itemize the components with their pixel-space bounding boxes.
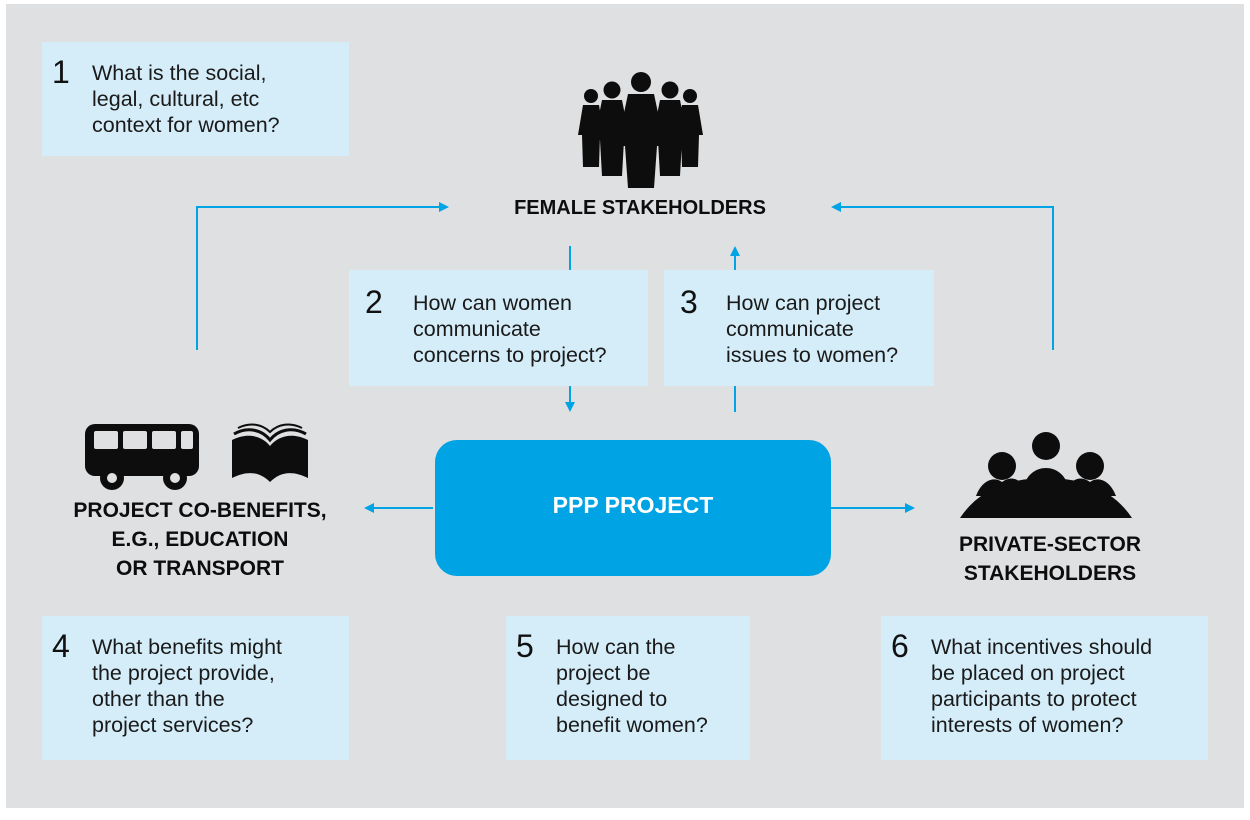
question-text-1: What is the social, legal, cultural, etc… <box>92 61 280 137</box>
bus-icon <box>85 424 199 490</box>
question-number-5: 5 <box>516 628 534 664</box>
question-text-5: How can the project be designed to benef… <box>556 635 708 737</box>
question-box-3: 3 How can project communicate issues to … <box>664 270 934 386</box>
ppp-project-node: PPP PROJECT <box>435 440 831 576</box>
book-icon <box>232 423 308 482</box>
women-group-icon <box>578 72 703 188</box>
question-box-4: 4 What benefits might the project provid… <box>42 616 349 760</box>
female-stakeholders-label: FEMALE STAKEHOLDERS <box>514 197 766 219</box>
question-box-2: 2 How can women communicate concerns to … <box>349 270 648 386</box>
private-sector-stakeholders-label: PRIVATE-SECTOR STAKEHOLDERS <box>958 533 1142 585</box>
question-number-4: 4 <box>52 628 70 664</box>
question-number-2: 2 <box>365 284 383 320</box>
project-co-benefits-label: PROJECT CO-BENEFITS, E.G., EDUCATION OR … <box>73 499 327 580</box>
ppp-project-label: PPP PROJECT <box>552 492 714 518</box>
question-text-6: What incentives should be placed on proj… <box>931 635 1153 737</box>
question-text-3: How can project communicate issues to wo… <box>726 291 899 367</box>
question-box-6: 6 What incentives should be placed on pr… <box>881 616 1208 760</box>
question-text-4: What benefits might the project provide,… <box>92 635 283 737</box>
people-group-icon <box>960 432 1132 518</box>
question-text-2: How can women communicate concerns to pr… <box>413 291 607 367</box>
question-box-1: 1 What is the social, legal, cultural, e… <box>42 42 349 156</box>
arrow-cobenefits-to-female <box>196 202 449 350</box>
question-box-5: 5 How can the project be designed to ben… <box>506 616 750 760</box>
question-number-3: 3 <box>680 284 698 320</box>
arrow-private-to-female <box>831 202 1054 350</box>
connector-arrows <box>196 202 1054 513</box>
question-number-1: 1 <box>52 54 70 90</box>
question-number-6: 6 <box>891 628 909 664</box>
